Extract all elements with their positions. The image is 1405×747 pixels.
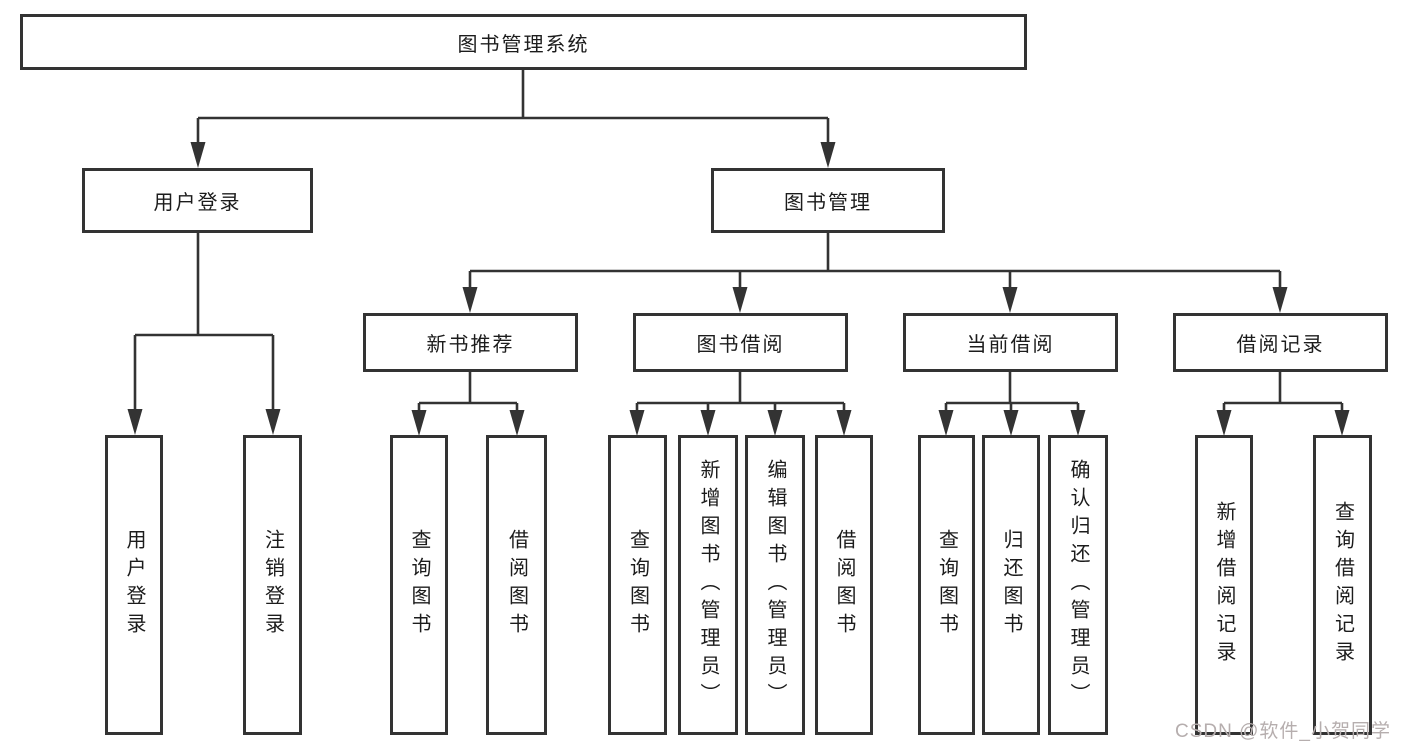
node-user-login-label: 用户登录 — [153, 192, 242, 214]
node-borrow-records: 借阅记录 — [1173, 313, 1388, 372]
leaf-return-books-label: 归还图书 — [1000, 529, 1022, 641]
leaf-confirm-return-admin: 确认归还（管理员） — [1048, 435, 1108, 735]
node-root-system-label: 图书管理系统 — [457, 33, 590, 56]
leaf-add-borrow-record: 新增借阅记录 — [1195, 435, 1253, 735]
leaf-borrow-books-recommend-label: 借阅图书 — [505, 529, 528, 641]
csdn-watermark: CSDN @软件_小贺同学 — [1175, 721, 1391, 742]
leaf-edit-books-admin-label: 编辑图书（管理员） — [764, 459, 786, 711]
leaf-logout: 注销登录 — [243, 435, 302, 735]
leaf-add-borrow-record-label: 新增借阅记录 — [1213, 501, 1235, 669]
leaf-query-books-current: 查询图书 — [918, 435, 975, 735]
node-user-login: 用户登录 — [82, 168, 313, 233]
leaf-edit-books-admin: 编辑图书（管理员） — [745, 435, 805, 735]
leaf-add-books-admin: 新增图书（管理员） — [678, 435, 738, 735]
leaf-borrow-books-recommend: 借阅图书 — [486, 435, 547, 735]
node-book-management: 图书管理 — [711, 168, 945, 233]
leaf-logout-label: 注销登录 — [261, 529, 284, 641]
node-book-borrow: 图书借阅 — [633, 313, 848, 372]
leaf-query-borrow-record-label: 查询借阅记录 — [1331, 501, 1354, 669]
node-book-borrow-label: 图书借阅 — [696, 334, 785, 356]
leaf-query-books-borrow: 查询图书 — [608, 435, 667, 735]
node-new-book-recommend-label: 新书推荐 — [426, 334, 515, 356]
node-root-system: 图书管理系统 — [20, 14, 1027, 70]
leaf-return-books: 归还图书 — [982, 435, 1040, 735]
node-borrow-records-label: 借阅记录 — [1236, 334, 1325, 356]
leaf-user-login: 用户登录 — [105, 435, 163, 735]
leaf-query-books-recommend-label: 查询图书 — [408, 529, 430, 641]
node-current-borrow-label: 当前借阅 — [966, 334, 1055, 356]
leaf-add-books-admin-label: 新增图书（管理员） — [697, 459, 719, 711]
leaf-confirm-return-admin-label: 确认归还（管理员） — [1067, 459, 1089, 711]
node-new-book-recommend: 新书推荐 — [363, 313, 578, 372]
leaf-query-books-recommend: 查询图书 — [390, 435, 448, 735]
leaf-query-books-borrow-label: 查询图书 — [626, 529, 649, 641]
leaf-borrow-books-label: 借阅图书 — [833, 529, 855, 641]
leaf-user-login-label: 用户登录 — [123, 529, 145, 641]
node-current-borrow: 当前借阅 — [903, 313, 1118, 372]
leaf-borrow-books: 借阅图书 — [815, 435, 873, 735]
leaf-query-books-current-label: 查询图书 — [935, 529, 958, 641]
node-book-management-label: 图书管理 — [784, 192, 872, 214]
leaf-query-borrow-record: 查询借阅记录 — [1313, 435, 1372, 735]
